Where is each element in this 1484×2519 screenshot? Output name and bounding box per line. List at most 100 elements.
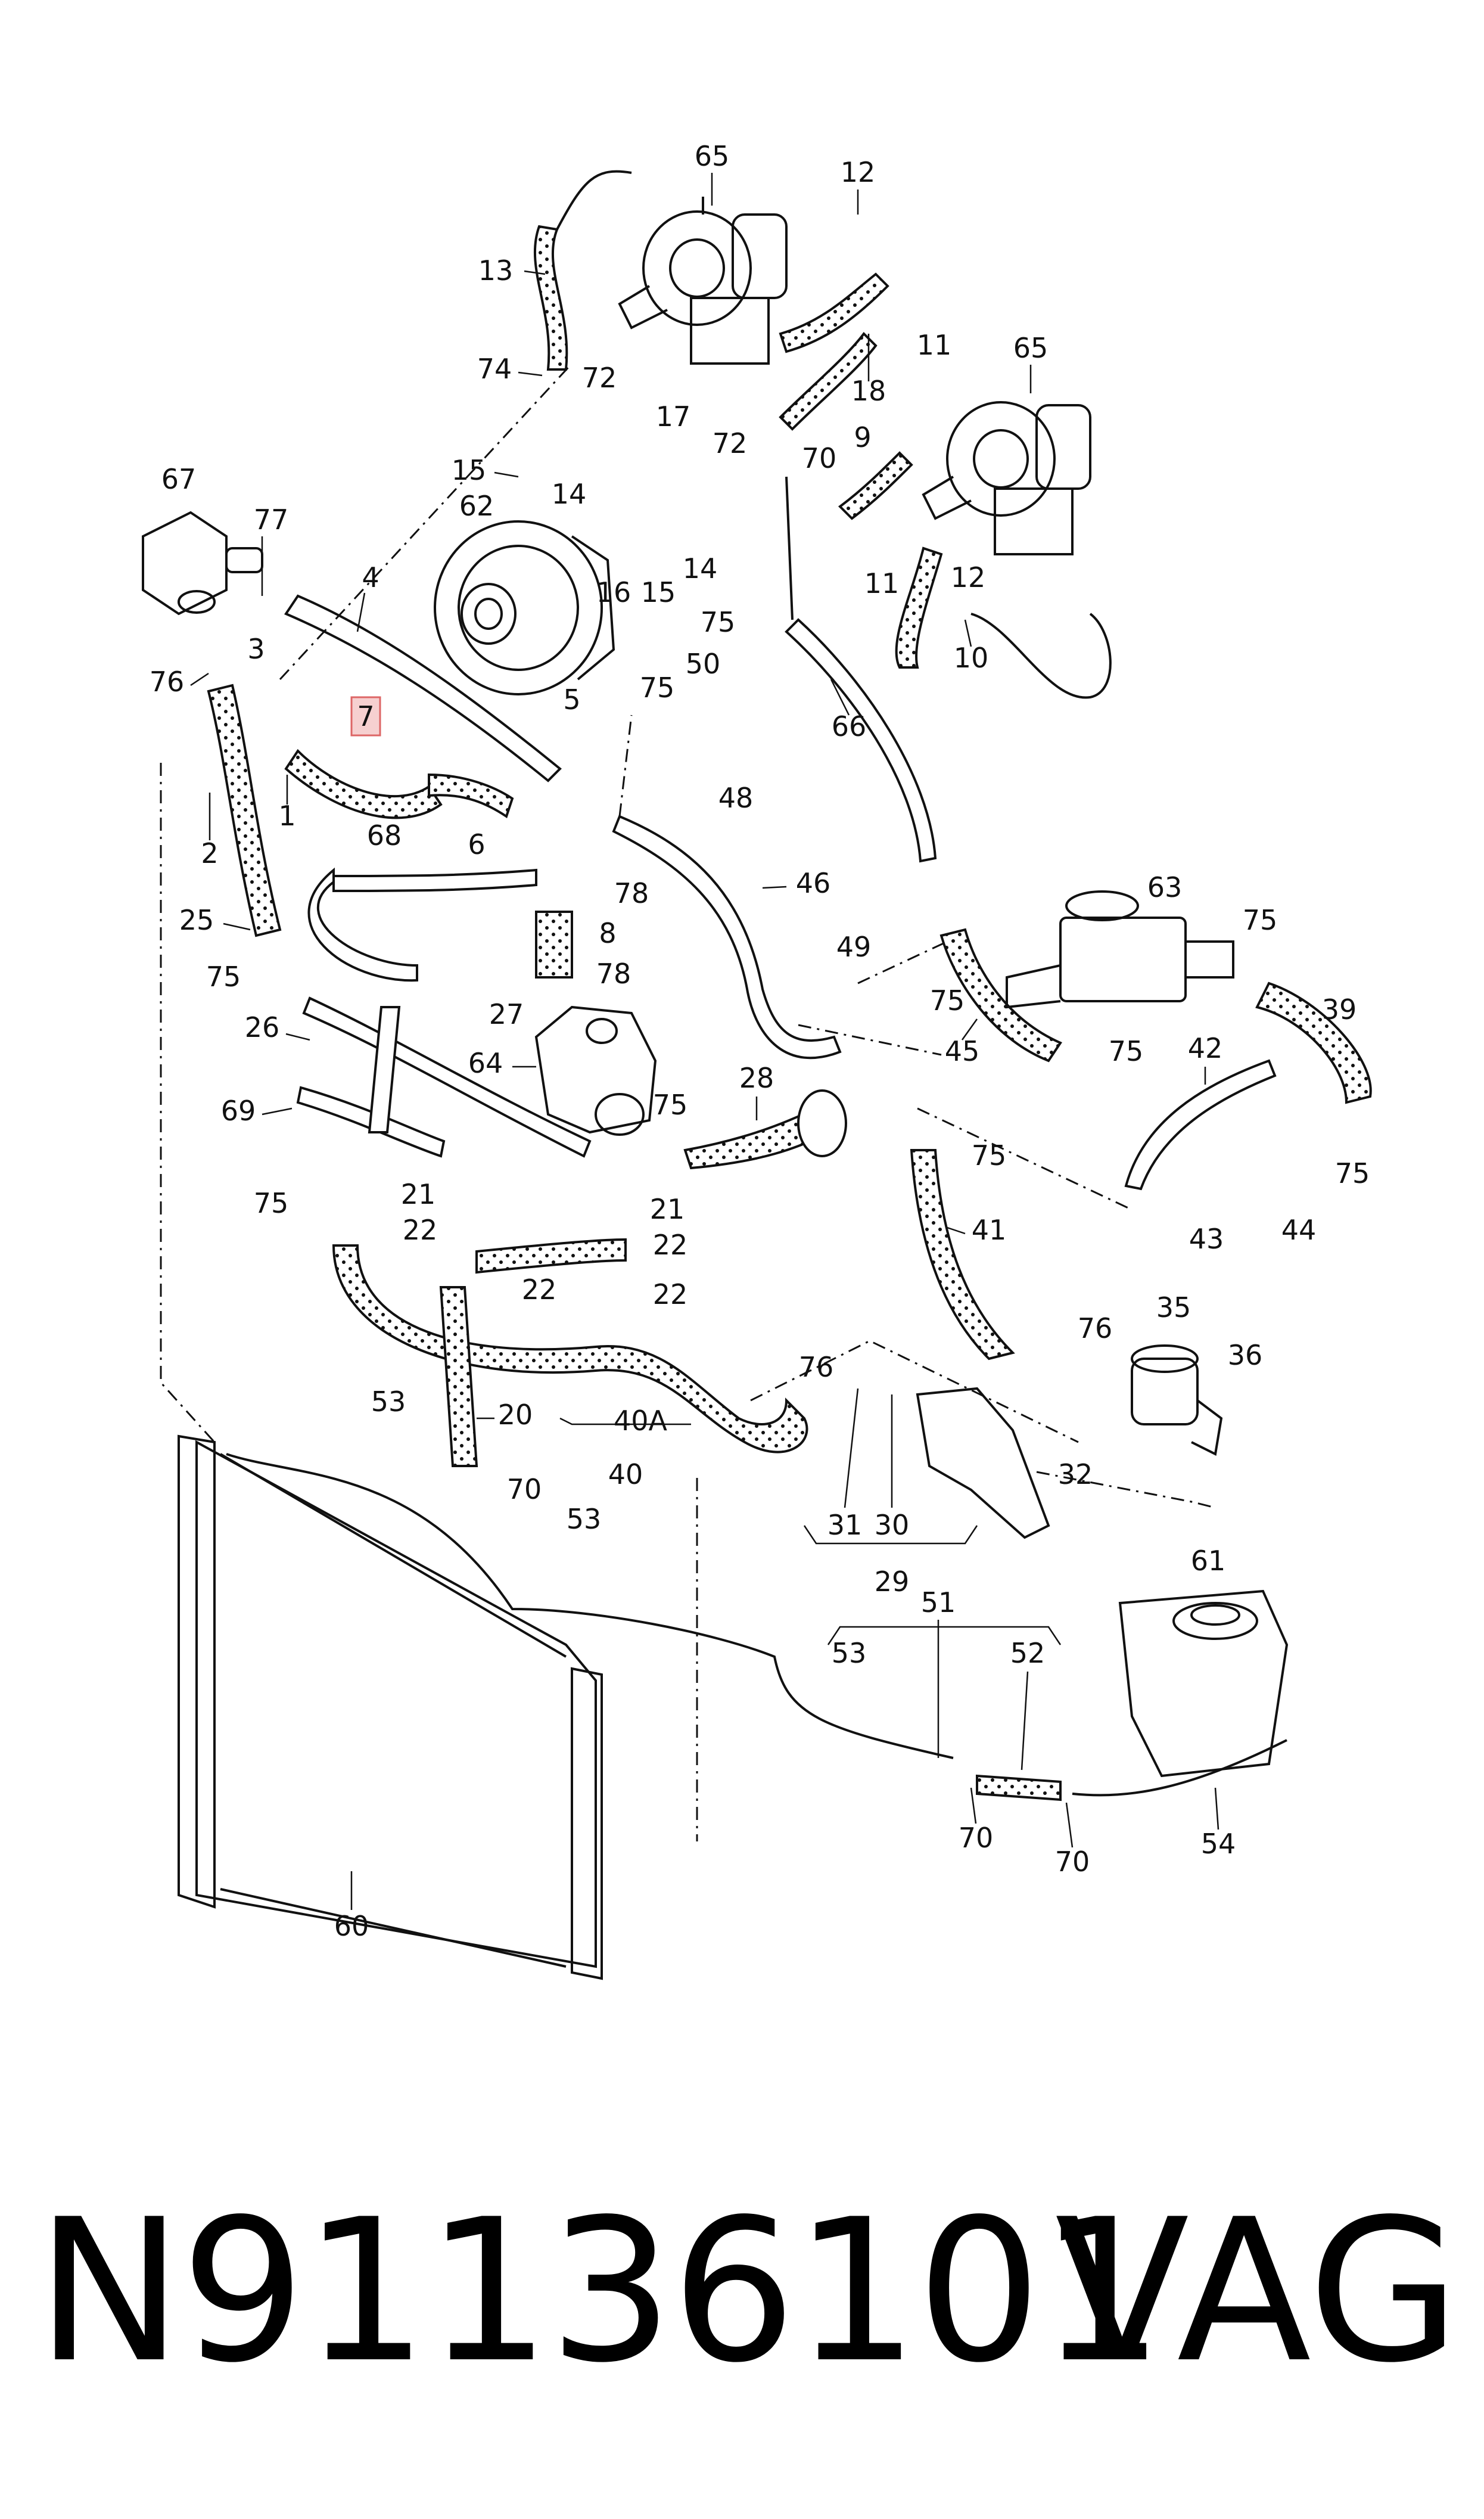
pipe-68 xyxy=(307,867,418,982)
label-8: 8 xyxy=(599,917,616,949)
label-29: 29 xyxy=(875,1566,910,1598)
label-75: 75 xyxy=(1243,904,1278,936)
label-32: 32 xyxy=(1058,1458,1093,1490)
hose-18 xyxy=(779,272,889,353)
pipe-46 xyxy=(612,815,842,1060)
label-53: 53 xyxy=(567,1503,602,1535)
label-76: 76 xyxy=(150,666,185,698)
label-12: 12 xyxy=(951,561,986,594)
label-75: 75 xyxy=(701,606,736,638)
label-12: 12 xyxy=(841,156,876,188)
label-10: 10 xyxy=(954,642,989,674)
label-27: 27 xyxy=(489,998,524,1030)
label-51: 51 xyxy=(921,1586,956,1619)
label-40A: 40A xyxy=(614,1405,668,1437)
auxiliary-pump xyxy=(142,511,263,616)
label-11: 11 xyxy=(917,329,952,361)
label-70: 70 xyxy=(802,442,837,474)
label-72: 72 xyxy=(582,362,617,394)
label-15: 15 xyxy=(452,454,487,486)
label-78: 78 xyxy=(614,877,649,909)
label-76: 76 xyxy=(1078,1312,1113,1344)
highlight-box-7 xyxy=(350,696,381,737)
pipe-4 xyxy=(284,594,562,782)
label-50: 50 xyxy=(686,648,721,680)
label-75: 75 xyxy=(1109,1035,1144,1067)
coolant-reservoir xyxy=(1118,1589,1289,1778)
label-60: 60 xyxy=(334,1910,369,1942)
part-number: N91136101 xyxy=(36,2177,1165,2406)
radiator xyxy=(178,1434,603,1980)
label-75: 75 xyxy=(1335,1157,1370,1189)
label-22: 22 xyxy=(653,1229,688,1261)
label-75: 75 xyxy=(640,672,675,704)
label-16: 16 xyxy=(596,576,631,608)
label-2: 2 xyxy=(201,837,218,869)
label-67: 67 xyxy=(161,463,197,495)
pipe-66 xyxy=(785,618,937,863)
label-70: 70 xyxy=(507,1473,542,1505)
coolant-pump-35 xyxy=(1131,1344,1223,1456)
label-65: 65 xyxy=(1013,332,1049,364)
pipe-42 xyxy=(1124,1059,1277,1191)
label-66: 66 xyxy=(832,710,867,743)
label-7: 7 xyxy=(357,700,374,732)
hose-1 xyxy=(284,748,443,819)
hose-45 xyxy=(939,928,1062,1063)
label-40: 40 xyxy=(608,1458,643,1490)
label-30: 30 xyxy=(875,1509,910,1541)
label-35: 35 xyxy=(1156,1291,1191,1324)
label-63: 63 xyxy=(1147,871,1183,903)
label-45: 45 xyxy=(945,1035,980,1067)
label-70: 70 xyxy=(1055,1846,1090,1878)
pipe-26 xyxy=(302,996,592,1158)
bleed-line-51 xyxy=(226,1453,954,1759)
label-21: 21 xyxy=(650,1193,685,1225)
turbocharger-upper xyxy=(618,197,788,365)
thermostat-housing xyxy=(534,1005,657,1136)
hose-40 xyxy=(332,1244,808,1453)
label-13: 13 xyxy=(478,254,514,287)
label-20: 20 xyxy=(498,1399,533,1431)
label-53: 53 xyxy=(371,1386,406,1418)
label-43: 43 xyxy=(1189,1223,1224,1255)
label-69: 69 xyxy=(221,1095,256,1127)
label-14: 14 xyxy=(552,478,587,510)
label-61: 61 xyxy=(1191,1545,1226,1577)
label-75: 75 xyxy=(653,1089,688,1121)
label-1: 1 xyxy=(278,800,295,832)
label-76: 76 xyxy=(799,1351,834,1383)
label-49: 49 xyxy=(836,931,872,963)
label-9: 9 xyxy=(854,421,871,454)
label-53: 53 xyxy=(832,1637,867,1669)
control-valve-63 xyxy=(1006,890,1234,1009)
label-74: 74 xyxy=(477,353,512,385)
label-15: 15 xyxy=(641,576,676,608)
label-68: 68 xyxy=(367,819,402,852)
label-75: 75 xyxy=(972,1139,1007,1172)
alternator xyxy=(434,520,615,695)
hose-52 xyxy=(976,1774,1062,1801)
label-46: 46 xyxy=(796,867,831,899)
label-75: 75 xyxy=(254,1187,289,1219)
hose-8 xyxy=(535,911,573,979)
hose-25 xyxy=(207,684,282,937)
turbocharger-lower xyxy=(922,401,1091,555)
part-labels: 65 12 13 11 74 72 18 65 17 72 70 9 15 14… xyxy=(150,140,1370,1942)
label-36: 36 xyxy=(1228,1339,1263,1371)
label-31: 31 xyxy=(827,1509,863,1541)
label-75: 75 xyxy=(930,984,965,1017)
label-21: 21 xyxy=(401,1178,436,1210)
label-22: 22 xyxy=(653,1278,688,1310)
label-22: 22 xyxy=(522,1274,557,1306)
label-22: 22 xyxy=(403,1214,438,1246)
label-75: 75 xyxy=(206,961,241,993)
hose-39 xyxy=(1255,981,1372,1104)
hose-13 xyxy=(534,225,568,371)
label-39: 39 xyxy=(1322,993,1357,1026)
label-48: 48 xyxy=(718,782,754,814)
label-17: 17 xyxy=(656,400,691,433)
label-77: 77 xyxy=(254,504,289,536)
label-41: 41 xyxy=(972,1214,1007,1246)
cooling-system-exploded-diagram: 65 12 13 11 74 72 18 65 17 72 70 9 15 14… xyxy=(142,140,1372,1980)
